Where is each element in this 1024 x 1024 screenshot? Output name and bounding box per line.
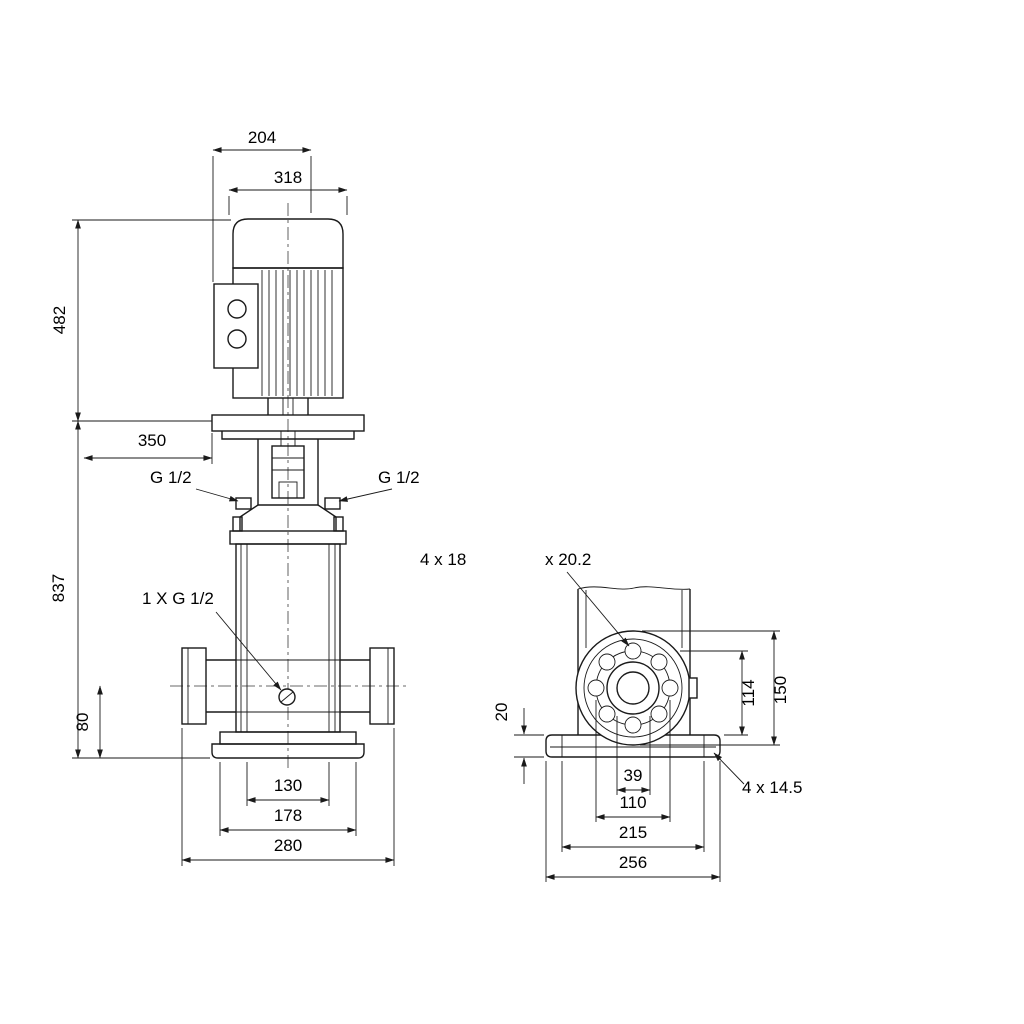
- port-right-label: G 1/2: [378, 468, 420, 487]
- leader-port-right: [338, 488, 393, 502]
- dim-150-label: 150: [771, 676, 790, 704]
- leader-drain: [215, 611, 282, 691]
- gauge-port-right: [324, 497, 341, 510]
- cable-entry-bottom: [227, 329, 247, 349]
- dim-130-label: 130: [274, 776, 302, 795]
- coupling-and-head: [229, 431, 347, 545]
- motor-fan-cover: [232, 218, 344, 269]
- right-view-column: [577, 586, 691, 735]
- flange-left: [181, 647, 207, 725]
- flange-holes-label-a: 4 x 18: [420, 550, 466, 569]
- dim-256-label: 256: [619, 853, 647, 872]
- flange-rim-circle: [583, 638, 683, 738]
- terminal-box: [213, 283, 259, 369]
- motor-fins: [261, 270, 333, 396]
- motor: [211, 218, 365, 440]
- baseplate: [545, 734, 721, 758]
- dim-20-label: 20: [492, 703, 511, 722]
- leader-base-holes: [713, 752, 745, 785]
- head-bolt-left: [232, 516, 243, 532]
- dim-80-label: 80: [73, 713, 92, 732]
- base-left-view: [211, 731, 365, 759]
- motor-stool-band: [221, 431, 355, 440]
- dim-318-label: 318: [274, 168, 302, 187]
- right-view-baseplate: [545, 734, 721, 758]
- dim-110-label: 110: [619, 793, 646, 812]
- port-left-label: G 1/2: [150, 468, 192, 487]
- coupling-guard: [278, 481, 298, 499]
- cable-entry-top: [227, 299, 247, 319]
- column-break-line: [577, 586, 691, 590]
- flange-lug: [688, 677, 698, 699]
- centerlines: [170, 203, 406, 770]
- head-bolt-right: [333, 516, 344, 532]
- dim-350-label: 350: [138, 431, 166, 450]
- gauge-port-left: [235, 497, 252, 510]
- bore-circle: [616, 671, 650, 705]
- dimensions-left-view: 204 318 482 837 350 80 130 178: [49, 128, 420, 866]
- dim-178-label: 178: [274, 806, 302, 825]
- dimensions-right-view: 4 x 18 x 20.2 20 114 150 39 110 215: [420, 550, 803, 882]
- flange-holes-label-b: x 20.2: [545, 550, 591, 569]
- dim-280-label: 280: [274, 836, 302, 855]
- dim-215-label: 215: [619, 823, 647, 842]
- dim-204-label: 204: [248, 128, 276, 147]
- dim-39-label: 39: [624, 766, 643, 785]
- leader-port-left: [195, 488, 239, 502]
- dim-114-label: 114: [739, 679, 758, 706]
- leader-flange-holes: [566, 571, 630, 647]
- flange-face: [575, 630, 698, 746]
- flange-right: [369, 647, 395, 725]
- base-holes-label: 4 x 14.5: [742, 778, 803, 797]
- raised-face-circle: [606, 661, 660, 715]
- drain-plug-slot: [280, 691, 294, 703]
- bolt-holes: [587, 642, 679, 734]
- base-lower-band: [211, 743, 365, 759]
- dim-482-label: 482: [50, 306, 69, 334]
- dim-837-label: 837: [49, 574, 68, 602]
- motor-stool-plate: [211, 414, 365, 432]
- drain-label: 1 X G 1/2: [142, 589, 214, 608]
